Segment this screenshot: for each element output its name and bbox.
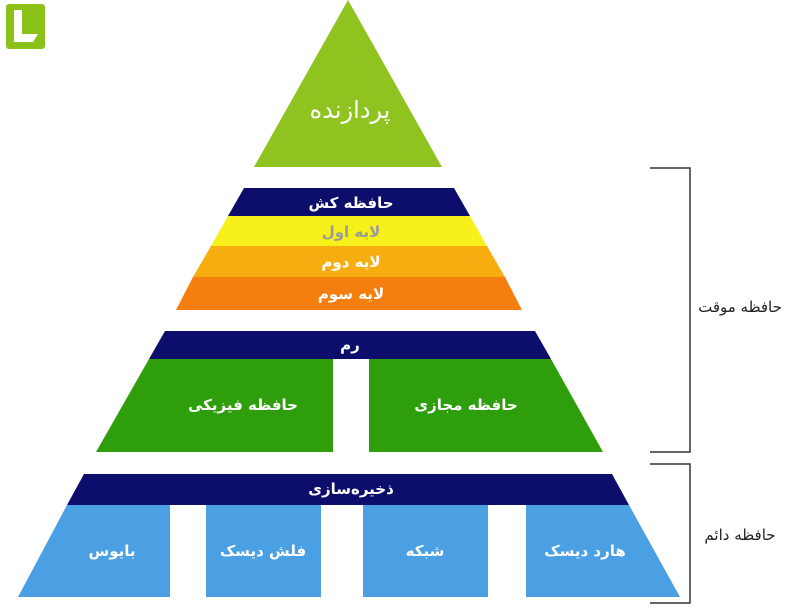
cache-section: حافظه کش لایه اول لایه دوم لایه سوم <box>176 188 522 310</box>
cache-layer1-label: لایه اول <box>322 223 381 241</box>
ram-virtual-label: حافظه مجازی <box>414 396 517 414</box>
storage-item-flash <box>206 505 321 597</box>
storage-title: ذخیره‌سازی <box>308 480 394 498</box>
permanent-memory-label: حافظه دائم <box>704 526 775 544</box>
cache-layer2-label: لایه دوم <box>321 253 380 271</box>
logo-l-icon <box>6 4 45 49</box>
cpu-triangle <box>254 0 442 167</box>
ram-physical-block <box>96 359 333 452</box>
storage-item-network-label: شبکه <box>406 542 445 560</box>
permanent-memory-bracket <box>650 463 691 604</box>
temporary-memory-label: حافظه موقت <box>698 298 782 316</box>
storage-item-bios-label: بایوس <box>89 542 136 560</box>
storage-title-bar <box>67 474 629 505</box>
cache-layer3-bar <box>176 277 522 310</box>
storage-item-bios <box>18 505 170 597</box>
ram-title-bar <box>149 331 551 359</box>
temporary-memory-bracket <box>650 167 691 453</box>
ram-title: رم <box>340 336 360 354</box>
cpu-label: پردازنده <box>310 96 391 124</box>
cache-layer2-bar <box>193 246 505 277</box>
ram-section: رم حافظه فیزیکی حافظه مجازی <box>96 331 603 452</box>
storage-item-network <box>363 505 488 597</box>
storage-item-harddisk <box>526 505 680 597</box>
ram-physical-label: حافظه فیزیکی <box>188 396 298 414</box>
storage-section: ذخیره‌سازی بایوس فلش دیسک شبکه هارد دیسک <box>18 474 680 597</box>
cache-layer1-bar <box>211 216 487 246</box>
ram-virtual-block <box>369 359 603 452</box>
cache-layer3-label: لایه سوم <box>318 285 384 303</box>
cache-title-bar <box>228 188 470 216</box>
cache-title: حافظه کش <box>308 194 393 212</box>
storage-item-flash-label: فلش دیسک <box>220 542 306 560</box>
storage-item-harddisk-label: هارد دیسک <box>544 542 626 560</box>
